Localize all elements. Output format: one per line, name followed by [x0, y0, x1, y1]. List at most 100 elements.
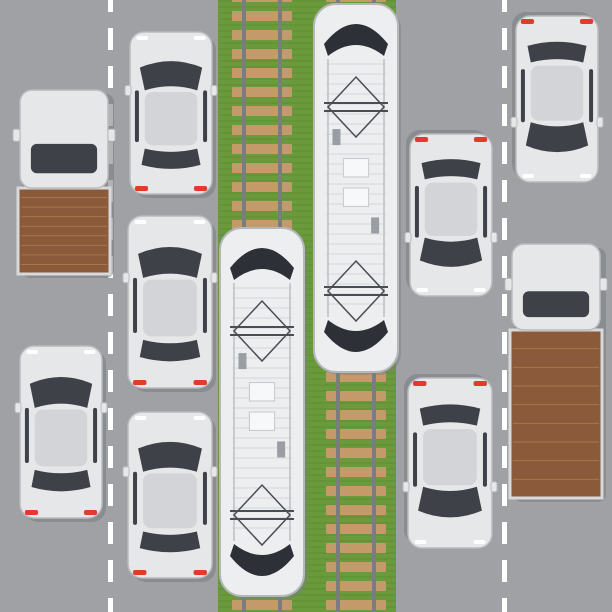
- windshield: [138, 441, 202, 472]
- mirror-left: [596, 116, 604, 128]
- tram-front-window: [230, 248, 294, 280]
- head-light-right: [193, 416, 206, 420]
- roof-vent: [371, 217, 380, 234]
- grass-texture: [218, 186, 396, 188]
- grass-texture: [218, 174, 396, 176]
- track-sleeper: [326, 429, 386, 439]
- track-sleeper: [326, 391, 386, 401]
- head-light-left: [134, 416, 147, 420]
- lane-dash: [108, 408, 113, 430]
- truck-windshield: [522, 291, 590, 318]
- lane-dash: [502, 560, 507, 582]
- car-roof: [424, 182, 478, 237]
- track-sleeper: [326, 467, 386, 477]
- mirror-left: [122, 272, 130, 284]
- car-right-2: [510, 12, 604, 183]
- roof-unit: [248, 411, 276, 431]
- grass-texture: [218, 84, 396, 86]
- truck-mirror-right: [107, 128, 116, 142]
- track-sleeper: [232, 87, 292, 97]
- lane-dash: [502, 446, 507, 468]
- grass-texture: [218, 150, 396, 152]
- mirror-right: [510, 116, 518, 128]
- track-sleeper: [232, 600, 292, 610]
- roof-vent: [277, 441, 286, 458]
- tail-light-right: [193, 570, 207, 575]
- tail-light-right: [193, 380, 207, 385]
- grass-texture: [218, 156, 396, 158]
- lane-dash: [108, 446, 113, 468]
- car-roof: [423, 429, 477, 486]
- pantograph-frame: [326, 75, 386, 139]
- grass-texture: [218, 120, 396, 122]
- grass-texture: [218, 234, 396, 236]
- side-window-right: [203, 90, 208, 143]
- tail-light-right: [193, 186, 208, 191]
- tail-light-right: [520, 19, 535, 24]
- car-roof: [143, 279, 197, 337]
- tail-light-right: [413, 381, 427, 386]
- head-light-left: [136, 36, 149, 40]
- lane-dash: [108, 332, 113, 354]
- tail-light-left: [473, 381, 487, 386]
- tram-front-window: [324, 24, 388, 56]
- lane-dash: [108, 0, 113, 12]
- lane-dash: [502, 294, 507, 316]
- pantograph: [324, 75, 388, 139]
- car-left-4: [14, 345, 108, 522]
- head-light-left: [473, 288, 486, 292]
- mirror-right: [402, 481, 410, 493]
- mirror-left: [14, 402, 22, 414]
- truck-cab: [511, 243, 601, 331]
- pantograph: [324, 259, 388, 323]
- lane-dash: [502, 598, 507, 612]
- car-left-1: [124, 31, 218, 198]
- grass-texture: [218, 582, 396, 584]
- truck-left-top: [12, 89, 116, 278]
- track-sleeper: [232, 182, 292, 192]
- track-sleeper: [232, 201, 292, 211]
- lane-dash: [502, 66, 507, 88]
- lane-dash: [502, 408, 507, 430]
- rear-window: [31, 469, 91, 492]
- tail-light-left: [133, 570, 147, 575]
- tail-light-left: [24, 510, 39, 515]
- track-sleeper: [232, 163, 292, 173]
- tail-light-left: [579, 19, 594, 24]
- lane-dash: [502, 0, 507, 12]
- windshield: [418, 486, 482, 518]
- roof-unit: [342, 187, 370, 207]
- car-left-2: [122, 215, 218, 392]
- lane-dash: [502, 370, 507, 392]
- rear-window: [419, 404, 481, 426]
- grass-texture: [218, 210, 396, 212]
- side-window-left: [133, 471, 138, 525]
- side-window-left: [133, 277, 138, 333]
- mirror-right: [404, 232, 412, 244]
- grass-texture: [218, 204, 396, 206]
- track-sleeper: [326, 562, 386, 572]
- rear-window: [139, 339, 201, 362]
- truck-windshield: [30, 143, 98, 174]
- side-window-right: [414, 185, 419, 238]
- head-light-right: [83, 350, 96, 354]
- windshield: [525, 122, 589, 153]
- windshield: [138, 246, 202, 278]
- rear-window: [139, 531, 201, 553]
- head-light-left: [579, 174, 592, 178]
- grass-texture: [218, 192, 396, 194]
- head-light-right: [193, 220, 206, 224]
- grass-texture: [218, 78, 396, 80]
- head-light-right: [522, 174, 535, 178]
- side-window-left: [24, 407, 29, 463]
- head-light-left: [134, 220, 147, 224]
- grass-texture: [218, 144, 396, 146]
- grass-texture: [218, 600, 396, 602]
- tram-right: [313, 3, 401, 375]
- grass-texture: [218, 66, 396, 68]
- grass-texture: [218, 216, 396, 218]
- lane-dash: [108, 522, 113, 544]
- car-roof: [143, 473, 197, 529]
- track-sleeper: [326, 524, 386, 534]
- track-sleeper: [232, 125, 292, 135]
